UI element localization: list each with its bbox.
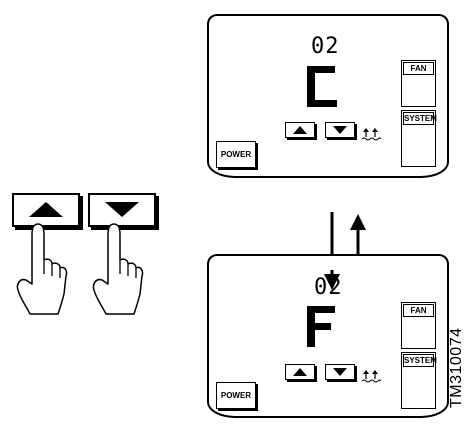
top-down-button[interactable] xyxy=(325,122,355,138)
top-code-readout: 02 xyxy=(311,34,340,59)
figure-id: TM310074 xyxy=(448,327,465,409)
bottom-system-button[interactable]: SYSTEM xyxy=(401,352,437,409)
top-system-button[interactable]: SYSTEM xyxy=(401,110,437,167)
up-arrow-icon xyxy=(293,126,307,134)
fan-label: FAN xyxy=(403,304,434,317)
down-arrow-icon xyxy=(105,202,139,217)
system-label: SYSTEM xyxy=(403,354,437,367)
bottom-segment-letter xyxy=(307,306,335,347)
hand-pointing-down-icon xyxy=(92,223,144,315)
bottom-up-button[interactable] xyxy=(285,364,315,380)
up-arrow-icon xyxy=(29,202,63,217)
bottom-fan-button[interactable]: FAN xyxy=(401,302,436,349)
heat-cool-icon xyxy=(361,370,382,383)
down-arrow-icon xyxy=(333,368,347,376)
top-power-button[interactable]: POWER xyxy=(216,141,256,168)
top-fan-button[interactable]: FAN xyxy=(401,60,436,107)
system-label: SYSTEM xyxy=(403,112,437,125)
bottom-power-button[interactable]: POWER xyxy=(216,382,256,409)
transition-arrow-overlay xyxy=(324,270,340,290)
bottom-down-button[interactable] xyxy=(325,364,355,380)
down-arrow-icon xyxy=(333,126,347,134)
top-segment-letter xyxy=(307,66,337,107)
large-up-button[interactable] xyxy=(12,193,80,227)
fan-label: FAN xyxy=(403,62,434,75)
hand-pointing-up-icon xyxy=(16,223,68,315)
large-down-button[interactable] xyxy=(88,193,156,227)
up-arrow-icon xyxy=(293,368,307,376)
top-up-button[interactable] xyxy=(285,122,315,138)
heat-cool-icon xyxy=(361,128,382,141)
